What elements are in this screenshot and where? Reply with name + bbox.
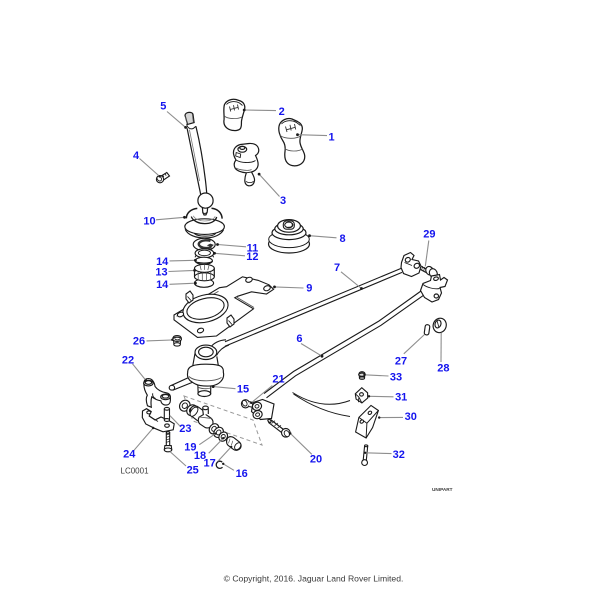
svg-text:20: 20 <box>310 454 322 466</box>
svg-text:LC0001: LC0001 <box>121 467 150 476</box>
svg-text:24: 24 <box>123 449 136 461</box>
svg-text:18: 18 <box>194 450 206 462</box>
svg-text:4: 4 <box>133 150 140 162</box>
svg-text:15: 15 <box>237 384 249 396</box>
svg-text:22: 22 <box>122 354 134 366</box>
svg-text:10: 10 <box>143 215 155 227</box>
svg-text:9: 9 <box>306 283 312 295</box>
svg-text:33: 33 <box>390 372 402 384</box>
svg-text:32: 32 <box>393 449 405 461</box>
svg-text:13: 13 <box>155 266 167 278</box>
svg-text:11: 11 <box>247 242 259 254</box>
svg-text:14: 14 <box>156 256 169 268</box>
svg-text:UNIPART: UNIPART <box>432 487 453 492</box>
svg-text:6: 6 <box>296 333 302 345</box>
svg-text:29: 29 <box>423 229 435 241</box>
svg-text:7: 7 <box>334 262 340 274</box>
svg-text:8: 8 <box>340 233 346 245</box>
svg-text:25: 25 <box>187 464 199 476</box>
svg-text:5: 5 <box>160 101 166 113</box>
svg-text:© Copyright, 2016. Jaguar Land: © Copyright, 2016. Jaguar Land Rover Lim… <box>224 574 404 584</box>
svg-text:1: 1 <box>328 131 334 143</box>
svg-text:3: 3 <box>280 195 286 207</box>
svg-text:30: 30 <box>405 411 417 423</box>
svg-text:21: 21 <box>272 374 284 386</box>
svg-text:31: 31 <box>395 392 407 404</box>
svg-text:17: 17 <box>203 457 215 469</box>
svg-text:19: 19 <box>184 442 196 454</box>
svg-text:12: 12 <box>246 251 258 263</box>
svg-text:23: 23 <box>179 423 191 435</box>
svg-text:28: 28 <box>437 363 449 375</box>
svg-text:26: 26 <box>133 336 145 348</box>
svg-text:2: 2 <box>279 106 285 118</box>
svg-text:14: 14 <box>156 279 169 291</box>
svg-text:27: 27 <box>395 355 407 367</box>
svg-text:16: 16 <box>236 468 248 480</box>
